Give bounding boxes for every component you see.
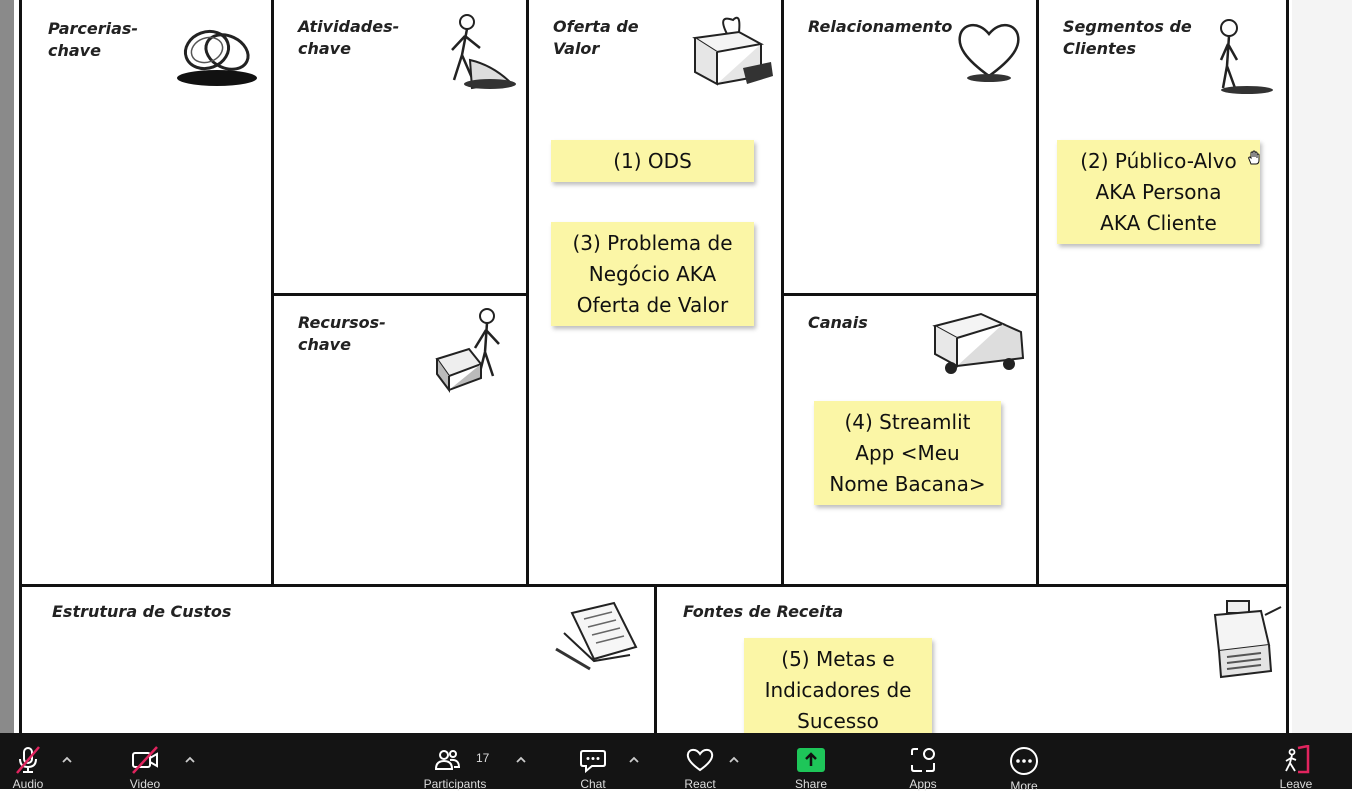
react-label: React [684, 777, 716, 791]
business-model-canvas: Parcerias- chave Atividades- chave Recur… [14, 0, 1292, 733]
chat-button[interactable]: Chat [570, 733, 616, 791]
video-label: Video [129, 777, 161, 791]
chain-links-icon [177, 29, 257, 86]
hand-cursor-icon [1248, 150, 1260, 165]
block-title: Canais [808, 313, 868, 332]
participants-count: 17 [476, 751, 490, 765]
participants-label: Participants [423, 777, 487, 791]
block-parcerias-chave: Parcerias- chave [19, 0, 274, 587]
share-button[interactable]: Share [788, 733, 834, 791]
chat-icon [577, 745, 609, 775]
apps-button[interactable]: Apps [900, 733, 946, 791]
gift-box-icon [692, 16, 773, 86]
audio-options-chevron-icon[interactable] [60, 753, 74, 767]
leave-label: Leave [1279, 777, 1313, 791]
chat-options-chevron-icon[interactable] [627, 753, 641, 767]
worker-resources-icon [435, 308, 500, 393]
person-icon [1219, 19, 1273, 94]
heart-outline-icon [684, 745, 716, 775]
apps-label: Apps [909, 777, 937, 791]
share-label: Share [794, 777, 828, 791]
participants-icon [432, 745, 464, 775]
block-relacionamento: Relacionamento [781, 0, 1039, 296]
block-recursos-chave: Recursos- chave [271, 293, 529, 587]
block-title: Atividades- chave [298, 17, 400, 58]
more-button[interactable]: More [1001, 733, 1047, 793]
cash-register-icon [1213, 600, 1282, 679]
sticky-note-streamlit-app[interactable]: (4) Streamlit App <Meu Nome Bacana> [814, 401, 1001, 505]
microphone-muted-icon [12, 745, 44, 775]
leave-door-icon [1280, 745, 1312, 775]
heart-icon [958, 24, 1020, 82]
screen-edge [0, 0, 18, 733]
delivery-truck-icon [932, 312, 1025, 374]
participants-options-chevron-icon[interactable] [514, 753, 528, 767]
audio-button[interactable]: Audio [5, 733, 51, 791]
sticky-note-ods[interactable]: (1) ODS [551, 140, 754, 182]
video-button[interactable]: Video [122, 733, 168, 791]
block-estrutura-de-custos: Estrutura de Custos [19, 584, 657, 733]
document-icon [555, 601, 638, 671]
react-button[interactable]: React [677, 733, 723, 791]
sticky-note-publico-alvo[interactable]: (2) Público-Alvo AKA Persona AKA Cliente [1057, 140, 1260, 244]
block-atividades-chave: Atividades- chave [271, 0, 529, 296]
block-segmentos-de-clientes: Segmentos de Clientes [1036, 0, 1289, 587]
audio-label: Audio [12, 777, 44, 791]
block-title: Oferta de Valor [553, 17, 639, 58]
react-options-chevron-icon[interactable] [727, 753, 741, 767]
block-title: Relacionamento [808, 17, 953, 36]
block-title: Segmentos de Clientes [1063, 17, 1192, 58]
chat-label: Chat [580, 777, 606, 791]
more-label: More [1010, 779, 1038, 793]
more-ellipsis-icon [1008, 745, 1040, 777]
block-title: Parcerias- chave [48, 19, 139, 60]
block-title: Recursos- chave [298, 313, 386, 354]
shared-screen: Parcerias- chave Atividades- chave Recur… [0, 0, 1352, 733]
block-title: Fontes de Receita [683, 602, 844, 621]
video-options-chevron-icon[interactable] [183, 753, 197, 767]
sticky-note-metas[interactable]: (5) Metas e Indicadores de Sucesso [744, 638, 932, 733]
meeting-toolbar: Audio Video Participants 17 [0, 733, 1352, 793]
apps-icon [907, 745, 939, 775]
share-arrow-icon [795, 745, 827, 775]
participants-button[interactable]: Participants [410, 733, 500, 791]
worker-activity-icon [451, 14, 516, 90]
leave-button[interactable]: Leave [1273, 733, 1319, 791]
camera-muted-icon [129, 745, 161, 775]
sticky-note-problema-de-negocio[interactable]: (3) Problema de Negócio AKA Oferta de Va… [551, 222, 754, 326]
block-title: Estrutura de Custos [52, 602, 232, 621]
